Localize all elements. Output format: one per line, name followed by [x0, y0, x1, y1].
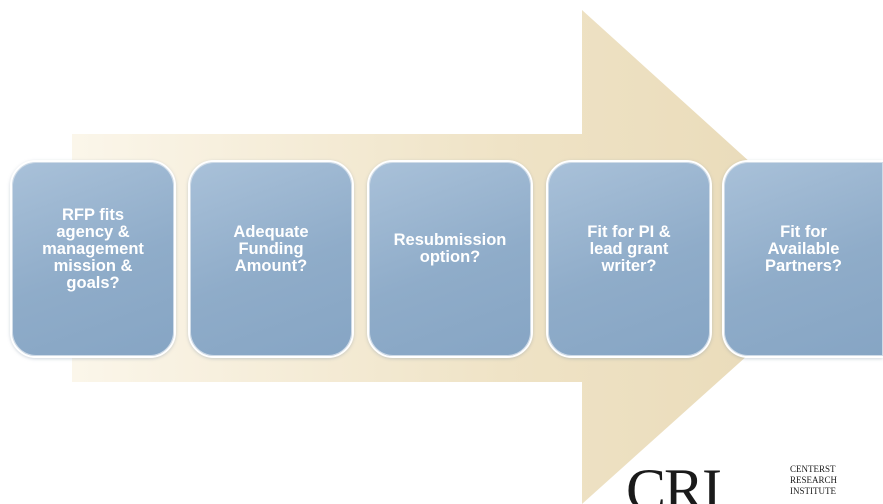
step-box-5: Fit for Available Partners? [722, 160, 883, 358]
step-box-4: Fit for PI & lead grant writer? [546, 160, 712, 358]
cri-logo: CRI CENTERST RESEARCH INSTITUTE [626, 460, 883, 504]
logo-line-3: INSTITUTE [790, 486, 836, 496]
step-label-1: RFP fits agency & management mission & g… [42, 205, 144, 292]
step-label-4: Fit for PI & lead grant writer? [587, 222, 671, 275]
step-label-3: Resubmission option? [393, 231, 507, 266]
step-box-3: Resubmission option? [367, 160, 533, 358]
step-box-2: Adequate Funding Amount? [188, 160, 354, 358]
logo-words: CENTERST RESEARCH INSTITUTE [790, 464, 837, 497]
logo-letters: CRI [626, 460, 722, 504]
logo-line-1: CENTERST [790, 464, 836, 474]
step-label-5: Fit for Available Partners? [764, 222, 843, 275]
step-label-2: Adequate Funding Amount? [233, 222, 309, 275]
logo-line-2: RESEARCH [790, 475, 838, 485]
step-box-1: RFP fits agency & management mission & g… [10, 160, 176, 358]
